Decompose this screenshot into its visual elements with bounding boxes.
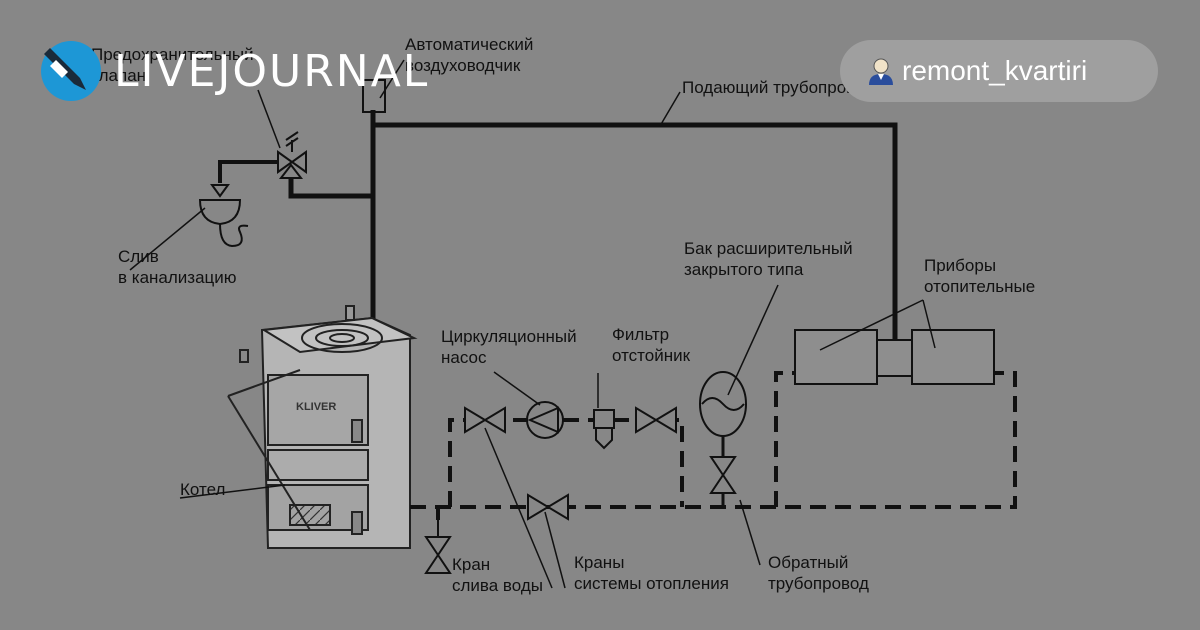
supply-pipe xyxy=(288,110,898,340)
user-badge[interactable]: remont_kvartiri xyxy=(840,40,1158,102)
circulation-pump xyxy=(526,401,564,439)
label-circulation-pump: Циркуляционный насос xyxy=(441,327,577,367)
filter-sump xyxy=(593,409,615,450)
drain-valve xyxy=(424,520,452,574)
user-avatar-icon xyxy=(869,58,893,85)
boiler-brand: KLIVER xyxy=(296,401,336,413)
return-pipe xyxy=(410,371,1017,520)
upper-valves xyxy=(464,406,677,434)
label-air-vent: Автоматический воздуховодчик xyxy=(405,35,534,75)
drain-funnel xyxy=(198,184,249,248)
livejournal-logo[interactable]: LIVEJOURNAL xyxy=(40,38,429,104)
safety-valve xyxy=(218,131,307,183)
label-filter: Фильтр отстойник xyxy=(612,325,691,365)
username-link[interactable]: remont_kvartiri xyxy=(902,55,1088,86)
label-return-pipe: Обратный трубопровод xyxy=(768,553,869,593)
label-drain-sewer: Слив в канализацию xyxy=(118,247,237,287)
label-expansion-tank: Бак расширительный закрытого типа xyxy=(684,239,853,279)
leader-lines xyxy=(129,59,936,589)
label-heating-valves: Краны системы отопления xyxy=(574,553,729,593)
livejournal-pencil-icon xyxy=(41,41,101,101)
lower-valve xyxy=(527,493,569,521)
label-drain-valve: Кран слива воды xyxy=(452,555,543,595)
livejournal-wordmark: LIVEJOURNAL xyxy=(114,45,430,97)
label-radiators: Приборы отопительные xyxy=(924,256,1036,296)
label-boiler: Котел xyxy=(180,480,226,499)
label-supply-pipe: Подающий трубопровод xyxy=(682,78,875,97)
label-safety-valve: Предохранительный клапан xyxy=(91,45,254,85)
radiators xyxy=(794,329,995,385)
air-vent xyxy=(362,79,386,113)
boiler xyxy=(227,305,418,549)
expansion-tank xyxy=(699,371,747,507)
